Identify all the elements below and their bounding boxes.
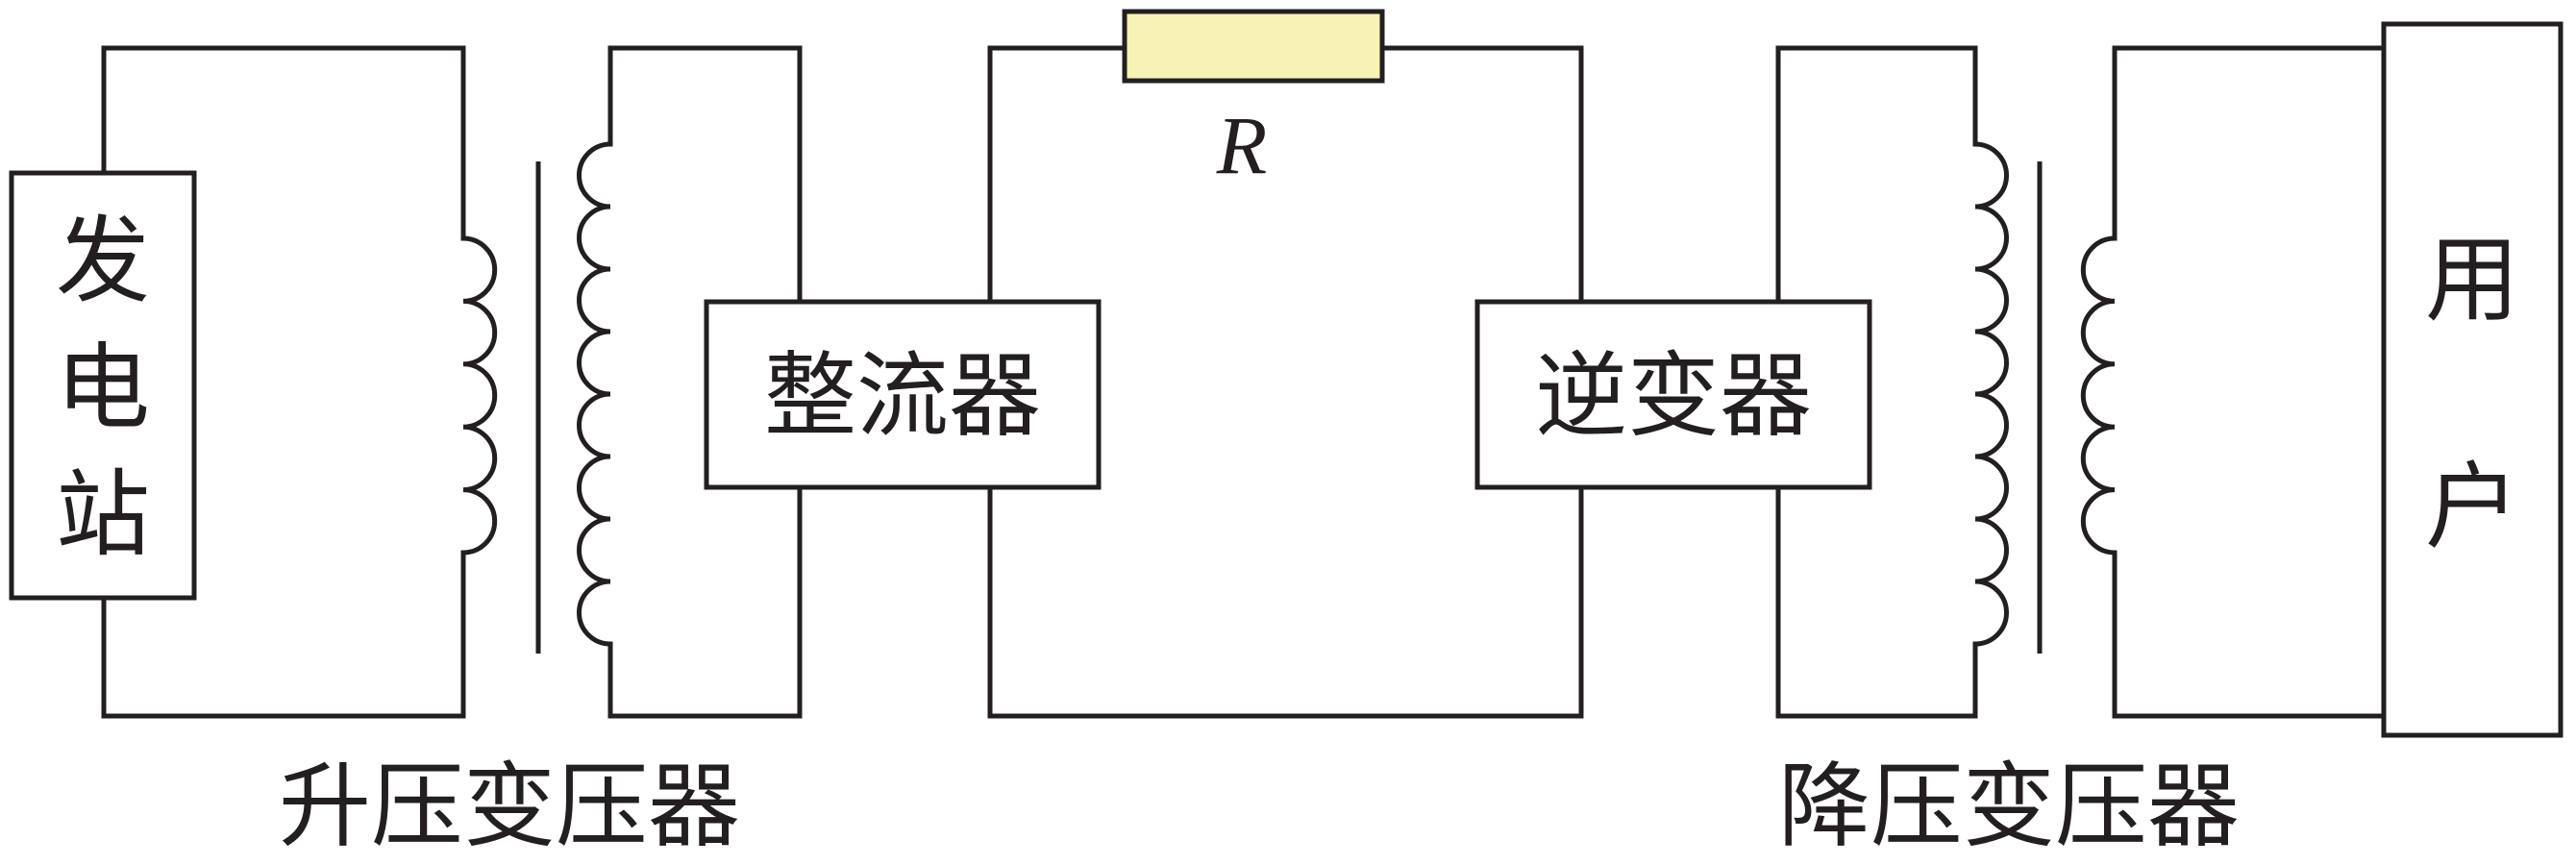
user-loop-wire-top [2112, 45, 2387, 241]
user-loop-wire-bottom [2112, 550, 2387, 719]
step-up-secondary-coil [577, 141, 613, 647]
step-up-secondary-wire-bottom [607, 484, 803, 719]
generator-label: 发电站 [56, 207, 150, 570]
transmission-wire-top [987, 45, 1127, 305]
inverter-box [1474, 299, 1872, 490]
rectifier-label: 整流器 [764, 342, 1041, 450]
step-down-primary-coil [1972, 141, 2009, 647]
step-up-secondary-wire-top [607, 45, 803, 305]
inverter-label: 逆变器 [1535, 342, 1812, 450]
step-down-transformer-label: 降压变压器 [1778, 753, 2240, 860]
step-down-primary-wire-bottom [1775, 484, 1978, 719]
transmission-wire-bottom [987, 484, 1584, 719]
step-down-secondary-coil [2080, 235, 2118, 556]
step-up-transformer-label: 升压变压器 [279, 753, 740, 860]
generator-loop-wire-bottom [101, 550, 466, 719]
step-up-primary-coil [460, 235, 498, 556]
generator-loop-wire [101, 45, 466, 241]
user-box [2381, 21, 2564, 738]
generator-box [9, 170, 197, 601]
rectifier-box [704, 299, 1102, 490]
step-down-primary-wire-top [1775, 45, 1978, 305]
resistor-label: R [1216, 99, 1268, 191]
transmission-wire-top-right [1379, 45, 1584, 305]
resistor [1122, 9, 1385, 84]
user-label: 用户 [2425, 226, 2519, 562]
